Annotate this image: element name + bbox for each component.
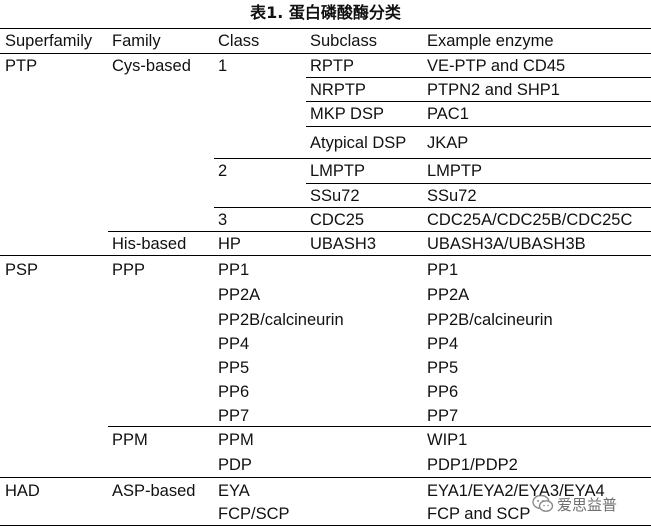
bottom-rule [0,525,651,526]
cell-subclass: SSu72 [310,187,360,205]
cell-class: 2 [218,162,228,180]
header-subclass: Subclass [310,32,377,50]
cell-class: PPM [218,431,254,449]
cell-example: PDP1/PDP2 [427,456,518,474]
cell-subclass: CDC25 [310,211,365,229]
cell-class: HP [218,235,241,253]
cell-subclass: LMPTP [310,162,366,180]
header-family: Family [112,32,161,50]
cell-family: PPM [112,431,148,449]
rule-subclass-rptp [306,77,651,78]
cell-subclass: RPTP [310,57,355,75]
cell-example: FCP and SCP [427,505,531,523]
cell-subclass: MKP DSP [310,105,384,123]
cell-subclass: UBASH3 [310,235,377,253]
cell-example: PP2B/calcineurin [427,311,553,329]
cell-example: JKAP [427,134,469,152]
rule-subclass-mkp [306,126,651,127]
cell-class: PP1 [218,261,250,279]
cell-class: PP2A [218,286,261,304]
rule-superfamily-psp [0,477,651,478]
cell-example: CDC25A/CDC25B/CDC25C [427,211,633,229]
cell-class: PP2B/calcineurin [218,311,344,329]
cell-subclass: NRPTP [310,81,366,99]
watermark: 爱思益普 [532,491,648,517]
cell-class: 3 [218,211,228,229]
cell-example: UBASH3A/UBASH3B [427,235,586,253]
cell-example: PP6 [427,383,459,401]
cell-example: WIP1 [427,431,468,449]
table-caption: 表1. 蛋白磷酸酶分类 [250,3,401,22]
cell-superfamily: PSP [5,261,39,279]
rule-class-2 [214,207,651,208]
watermark-text: 爱思益普 [557,495,618,514]
cell-family: ASP-based [112,482,196,500]
rule-subclass-lmptp [306,183,651,184]
cell-family: His-based [112,235,187,253]
cell-example: PP5 [427,359,459,377]
cell-example: PAC1 [427,105,469,123]
top-rule [0,28,651,29]
header-superfamily: Superfamily [5,32,93,50]
header-example: Example enzyme [427,32,554,50]
cell-example: PP2A [427,286,470,304]
wechat-icon [532,494,554,512]
cell-class: 1 [218,57,228,75]
rule-family-ppp [108,426,651,427]
rule-family-cys [108,231,651,232]
cell-example: PP4 [427,335,459,353]
cell-class: PP6 [218,383,250,401]
cell-family: Cys-based [112,57,191,75]
cell-superfamily: PTP [5,57,38,75]
cell-class: EYA [218,482,250,500]
cell-class: PP5 [218,359,250,377]
cell-example: PP7 [427,407,459,425]
cell-class: PP7 [218,407,250,425]
rule-superfamily-ptp [0,255,651,256]
rule-subclass-nrptp [306,101,651,102]
cell-example: PTPN2 and SHP1 [427,81,560,99]
cell-example: SSu72 [427,187,477,205]
cell-class: PDP [218,456,252,474]
cell-class: FCP/SCP [218,505,290,523]
cell-class: PP4 [218,335,250,353]
cell-superfamily: HAD [5,482,40,500]
rule-class-1 [214,158,651,159]
cell-family: PPP [112,261,146,279]
cell-example: EYA1/EYA2/EYA3/EYA4 [427,482,605,500]
cell-example: LMPTP [427,162,483,180]
cell-subclass: Atypical DSP [310,134,407,152]
header-class: Class [218,32,260,50]
cell-example: PP1 [427,261,459,279]
header-rule [0,53,651,54]
cell-example: VE-PTP and CD45 [427,57,566,75]
